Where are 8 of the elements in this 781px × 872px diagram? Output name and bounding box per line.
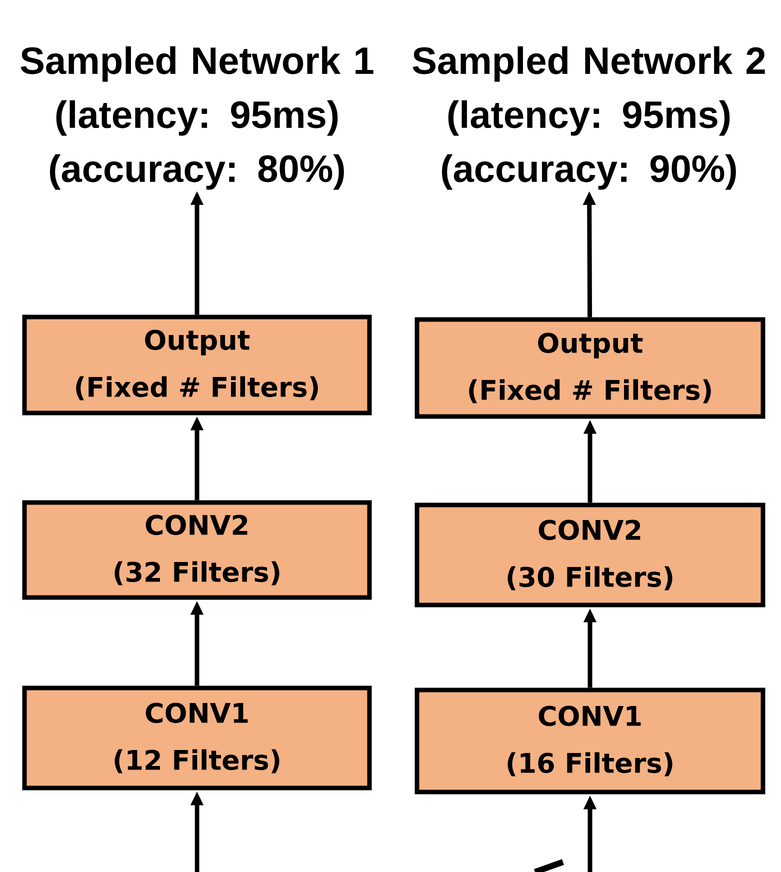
network-title: Sampled Network 2 (latency: 95ms) (accuracy: 90%) [412,46,765,190]
layer-box: CONV1 (12 Filters) [22,686,372,790]
layer-box: Output (Fixed # Filters) [414,317,766,419]
layer-box: CONV2 (32 Filters) [22,500,372,600]
layer-box: CONV1 (16 Filters) [414,688,766,794]
layer-box: Output (Fixed # Filters) [22,314,372,416]
network-title: Sampled Network 1 (latency: 95ms) (accuracy: 80%) [20,46,374,190]
layer-box: CONV2 (30 Filters) [414,502,766,608]
